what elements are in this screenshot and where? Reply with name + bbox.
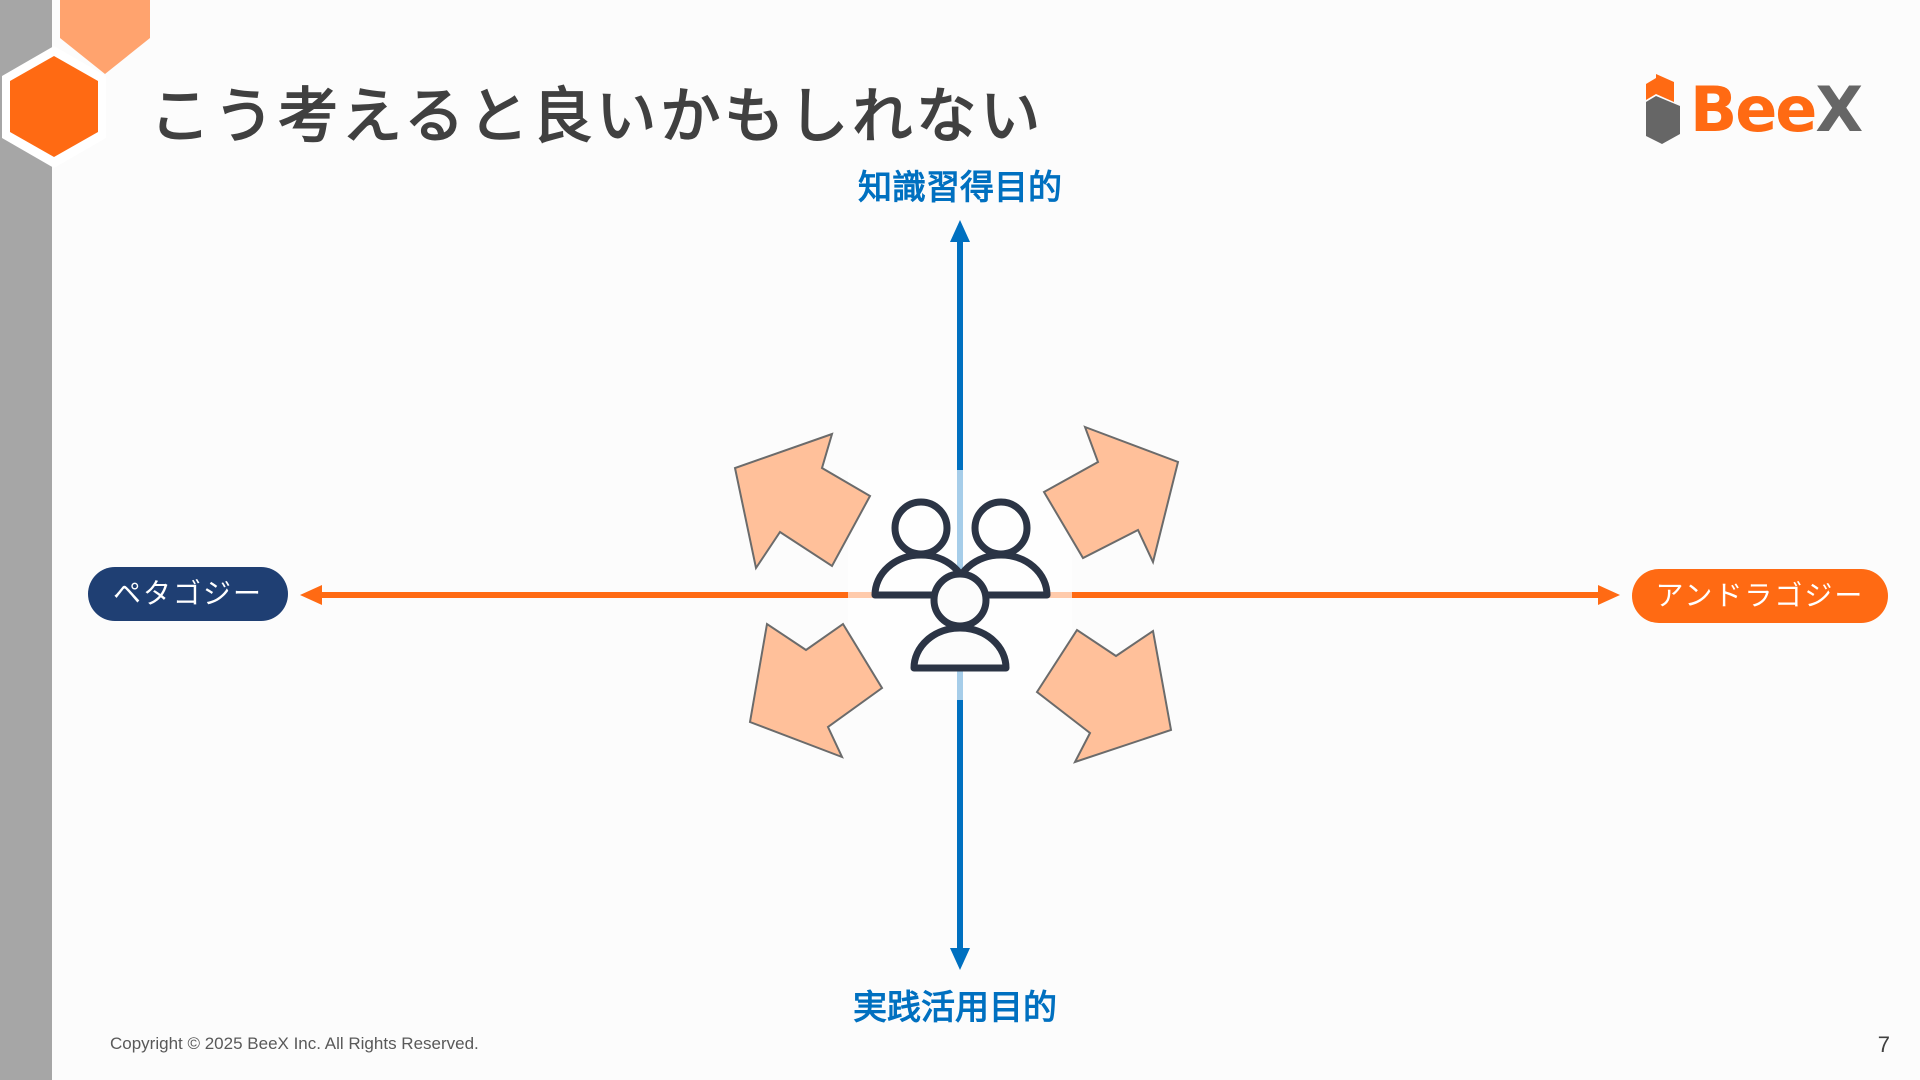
horizontal-axis-arrowhead-left — [300, 585, 322, 605]
arrow-up-right-icon — [1042, 425, 1180, 565]
vertical-axis-bottom-label: 実践活用目的 — [853, 988, 1057, 1028]
hexagon-decoration — [2, 0, 150, 168]
vertical-axis-arrowhead-up — [950, 220, 970, 242]
brand-logo-text-part2: X — [1815, 73, 1863, 146]
hexagon-dark — [10, 56, 98, 157]
arrow-up-left-icon — [733, 432, 872, 571]
page-number: 7 — [1877, 1032, 1890, 1057]
vertical-axis-top-label: 知識習得目的 — [858, 168, 1062, 208]
arrow-down-right-icon — [1035, 628, 1173, 764]
people-group-icon — [871, 498, 1051, 672]
side-bar — [0, 0, 52, 1080]
page-title: こう考えると良いかもしれない — [150, 82, 1045, 152]
brand-logo-icon — [1646, 74, 1680, 144]
vertical-axis-arrowhead-down — [950, 948, 970, 970]
horizontal-axis-arrowhead-right — [1598, 585, 1620, 605]
brand-logo-text-part1: Bee — [1690, 73, 1817, 146]
brand-logo-text: BeeX — [1690, 72, 1863, 148]
hexagon-light — [60, 0, 150, 74]
arrow-down-left-icon — [748, 622, 884, 759]
copyright-footer: Copyright © 2025 BeeX Inc. All Rights Re… — [110, 1034, 479, 1053]
brand-logo: BeeX — [1646, 72, 1863, 148]
pedagogy-pill: ペタゴジー — [88, 567, 288, 621]
andragogy-pill: アンドラゴジー — [1632, 569, 1888, 623]
